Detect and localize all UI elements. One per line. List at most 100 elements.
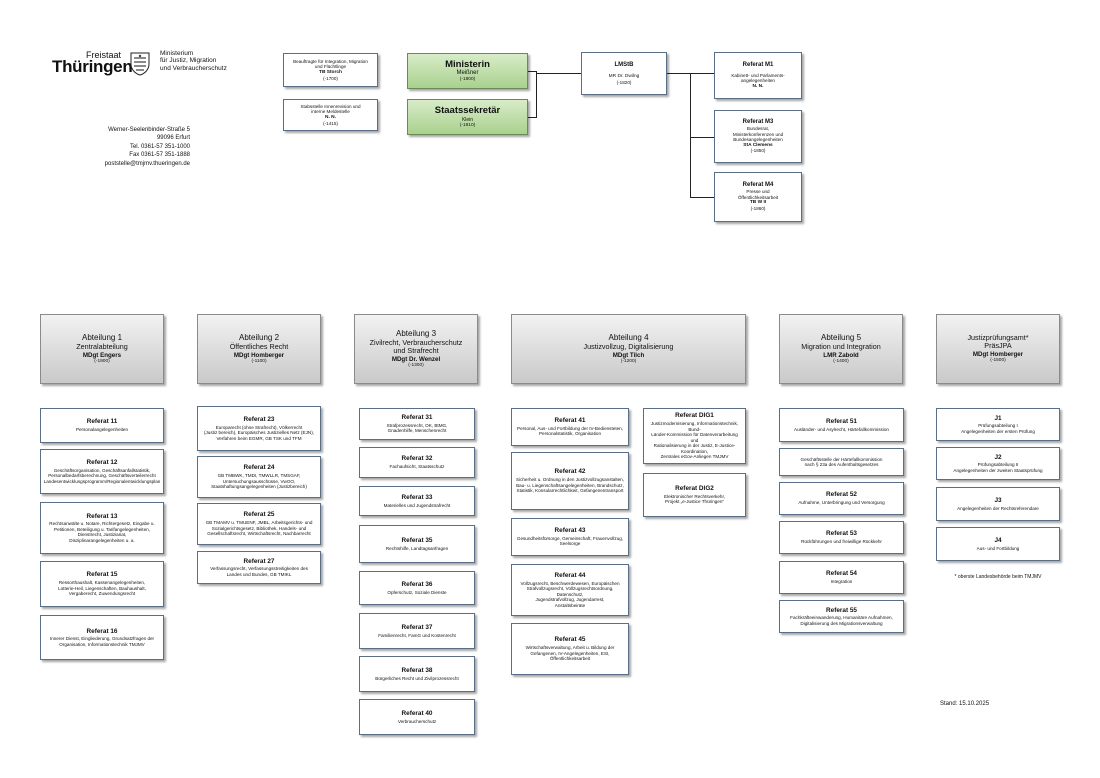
unit-title: J4 (994, 536, 1002, 544)
unit-title: Referat DIG1 (675, 412, 714, 420)
unit-12: Referat 12 Geschäftsorganisation, Geschä… (40, 449, 164, 494)
department-title: Abteilung 4 (608, 333, 649, 343)
unit-text: Aufnahme, Unterbringung und Versorgung (798, 500, 885, 506)
department-5-header: Abteilung 5 Migration und Integration LM… (779, 314, 903, 384)
unit-text: Prüfungsabteilung II (977, 462, 1019, 468)
unit-41: Referat 41 Personal, Aus- und Fortbildun… (511, 408, 629, 446)
unit-text: Rechtshilfe, Landtagsanfragen (385, 545, 449, 551)
unit-title: Referat 43 (554, 527, 586, 535)
unit-35: Referat 35 Rechtshilfe, Landtagsanfragen (359, 525, 475, 563)
unit-text: Lotterie-Heil, Liegenschaften, Bauhausha… (58, 585, 146, 591)
department-code: (-1200) (620, 358, 637, 364)
unit-title: Referat 52 (826, 491, 857, 499)
unit-text: Anstaltsbeiräte (554, 602, 586, 608)
integration-commissioner-box: Beauftragte für Integration, Migration u… (283, 53, 378, 87)
unit-text: Ressorthaushalt, Kassenangelegenheiten, (58, 580, 146, 586)
department-title: Justizprüfungsamt* (967, 332, 1029, 342)
unit-text: Angelegenheiten der Rechtsreferendare (957, 505, 1039, 511)
minister-name: Meißner (456, 70, 479, 77)
logo: Freistaat Thüringen Ministerium für Just… (52, 50, 242, 80)
unit-36: Referat 36 Opferschutz, Soziale Dienste (359, 571, 475, 605)
unit-text: Verfassungsrecht, Verfassungsstreitigkei… (210, 566, 308, 572)
minister-box: Ministerin Meißner (-1800) (407, 53, 528, 89)
exam-office-header: Justizprüfungsamt* PräsJPA MDgt Homberge… (936, 314, 1060, 384)
box-text: Stabsstelle Innenrevision und (300, 103, 361, 109)
unit-44: Referat 44 Vollzugsrecht, Beschwerdewese… (511, 564, 629, 616)
unit-text: Vergaberecht, Zuwendungsrecht (68, 591, 136, 597)
unit-text: Seelsorge (559, 541, 581, 547)
staff-unit-title: Referat M4 (742, 182, 774, 189)
unit-40: Referat 40 Verbraucherschutz (359, 699, 475, 735)
department-head: MDgt Homberger (233, 351, 285, 359)
unit-33: Referat 33 Materielles und Jugendstrafre… (359, 486, 475, 516)
unit-text: Strafvollzugsrecht, Vollzugsrechtsordnun… (526, 586, 614, 597)
unit-text: Angelegenheiten der ersten Prüfung (961, 428, 1035, 434)
department-head: LMR Zabold (823, 351, 859, 359)
unit-text: Länder-Kommission für Datenverarbeitung … (651, 432, 738, 443)
staff-unit-text: angelegenheiten (741, 78, 775, 84)
staff-unit-m1: Referat M1 Kabinett- und Parlaments- ang… (714, 52, 802, 99)
department-subtitle: Öffentliches Recht (229, 341, 289, 351)
unit-title: Referat 36 (401, 580, 433, 588)
unit-title: Referat DIG2 (675, 485, 714, 493)
state-secretary-title: Staatssekretär (434, 105, 501, 117)
staff-unit-m3: Referat M3 Bundesrat, Ministerkonferenze… (714, 110, 802, 163)
department-subtitle: Justizvollzug, Digitalisierung (583, 341, 674, 351)
unit-text: Personal, Aus- und Fortbildung der IV-Be… (517, 425, 623, 431)
coat-of-arms-icon (130, 52, 150, 76)
date-stamp: Stand: 15.10.2025 (940, 701, 990, 707)
department-1-header: Abteilung 1 Zentralabteilung MDgt Engers… (40, 314, 164, 384)
unit-52: Referat 52 Aufnahme, Unterbringung und V… (779, 482, 904, 515)
department-head: MDgt Dr. Wenzel (391, 355, 441, 363)
unit-title: Referat 11 (86, 418, 118, 426)
staff-unit-title: Referat M3 (742, 119, 774, 126)
department-subtitle: Migration und Integration (801, 341, 881, 351)
address-email: poststelle@tmjmv.thueringen.de (104, 160, 190, 167)
unit-text: nach § 23a des Aufenthaltsgesetzes (804, 462, 879, 467)
unit-text: GB TMBWK, TMDI, TMWLLR, TMSGAF, (217, 473, 301, 479)
connector-line (536, 73, 581, 74)
department-2-header: Abteilung 2 Öffentliches Recht MDgt Homb… (197, 314, 321, 384)
lmstb-code: (-1820) (616, 79, 632, 85)
unit-text: Fachkräfteeinwanderung, Humanitäre Aufna… (790, 615, 893, 621)
unit-25: Referat 25 GB TMAMV u. TMUENF, JMBL, Arb… (197, 503, 321, 545)
department-title: Abteilung 1 (81, 333, 123, 343)
state-secretary-box: Staatssekretär Klein (-1810) (407, 99, 528, 135)
unit-text: GB TMAMV u. TMUENF, JMBL, Arbeitsgericht… (205, 520, 313, 526)
lmstb-head: MR Dr. Dwilng (608, 73, 640, 79)
unit-text: Rationalisierung in der Justiz, E-Justic… (653, 443, 736, 454)
unit-j4: J4 Aus- und Fortbildung (936, 527, 1060, 561)
unit-title: Referat 15 (86, 571, 118, 579)
unit-title: Referat 55 (826, 606, 857, 614)
unit-text: Gesundheitsfürsorge, Gemeinschaft, Fraue… (516, 535, 624, 541)
unit-title: Referat 31 (401, 414, 433, 422)
unit-text: Disziplinarangelegenheiten u. a. (69, 537, 135, 543)
department-head: MDgt Engers (82, 351, 122, 359)
unit-title: Referat 40 (401, 709, 433, 717)
state-secretary-code: (-1810) (459, 122, 476, 128)
lmstb-box: LMStB MR Dr. Dwilng (-1820) (581, 52, 667, 95)
unit-j1: J1 Prüfungsabteilung I Angelegenheiten d… (936, 408, 1060, 441)
department-subtitle: Zentralabteilung (76, 341, 128, 351)
logo-ministry-line: Ministerium (160, 50, 194, 57)
department-title: Abteilung 5 (820, 333, 862, 343)
department-title: Abteilung 2 (238, 333, 280, 343)
unit-title: Referat 42 (554, 468, 586, 476)
connector-line (528, 71, 536, 72)
unit-text: Digitalisierung des Migrationsverwaltung (800, 620, 883, 626)
unit-text: Vollzugsrecht, Beschwerdewesen, Europäis… (520, 580, 620, 586)
unit-text: Geschäftsstelle der Härtefallkommission (800, 456, 883, 462)
unit-title: Referat 41 (554, 417, 586, 425)
address-city: 99096 Erfurt (156, 135, 190, 142)
unit-text: Sozialgerichtsgesetz, Bibliothek, Handel… (211, 525, 307, 531)
department-code: (-1500) (990, 358, 1006, 364)
unit-dig2: Referat DIG2 Elektronischer Rechtsverkeh… (643, 473, 746, 517)
department-title: Abteilung 3 (395, 328, 437, 338)
box-text: Beauftragte für Integration, Migration (293, 58, 368, 64)
unit-text: Organisation, Informationstechnik TMJMV (59, 641, 145, 647)
staff-unit-text: Bundesangelegenheiten (733, 137, 783, 143)
unit-title: Referat 54 (826, 570, 857, 578)
box-head: TB Storch (319, 69, 342, 75)
unit-23: Referat 23 Europarecht (ohne Strafrecht)… (197, 406, 321, 451)
unit-title: Referat 12 (86, 458, 118, 466)
